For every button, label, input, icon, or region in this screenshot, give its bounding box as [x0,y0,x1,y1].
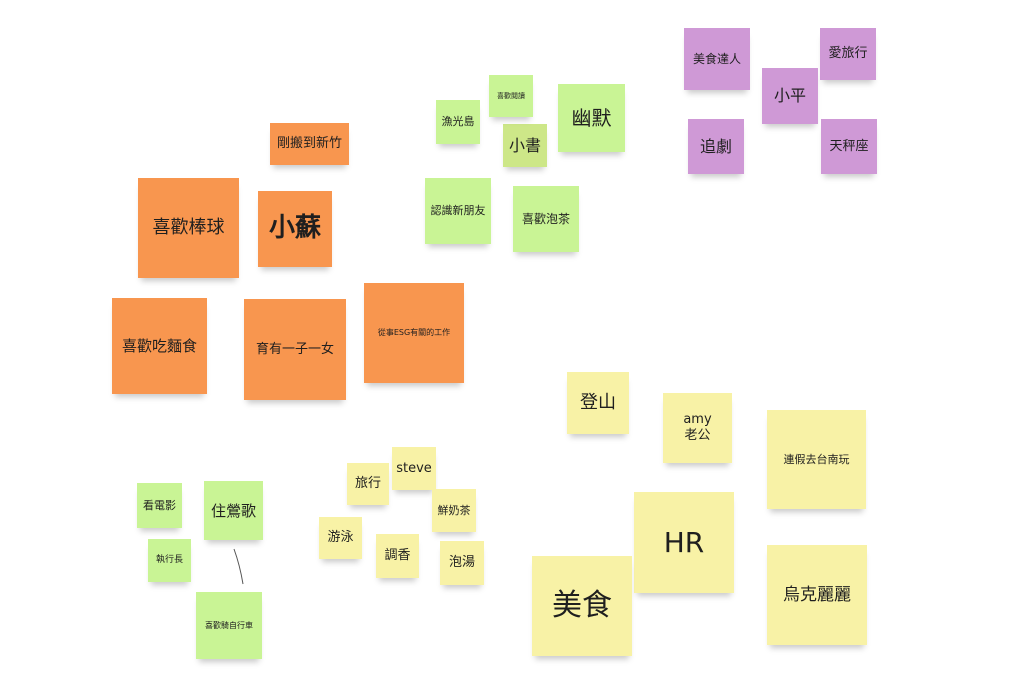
sticky-note-hot-spring[interactable]: 泡湯 [440,541,484,585]
sticky-note-text: 小平 [773,86,806,106]
sticky-note-text: HR [663,525,705,559]
sticky-note-text: 連假去台南玩 [783,452,850,466]
sticky-note-ceo[interactable]: 執行長 [148,539,191,582]
sticky-note-xiaosu[interactable]: 小蘇 [258,191,332,267]
sticky-note-kids[interactable]: 育有一子一女 [244,299,346,400]
sticky-note-hiking[interactable]: 登山 [567,372,629,434]
sticky-note-text: 美食 [552,588,612,623]
sticky-note-baseball[interactable]: 喜歡棒球 [138,178,239,278]
sticky-note-text: 喜歡吃麵食 [121,337,197,355]
sticky-note-text: 剛搬到新竹 [276,136,342,152]
sticky-note-text: 喜歡棒球 [152,217,225,239]
sticky-note-milk-tea[interactable]: 鮮奶茶 [432,489,476,532]
sticky-note-noodles[interactable]: 喜歡吃麵食 [112,298,207,394]
sticky-note-tea[interactable]: 喜歡泡茶 [513,186,579,252]
sticky-note-text: steve [396,460,432,476]
sticky-note-text: 游泳 [327,530,354,546]
sticky-note-text: 從事ESG有關的工作 [377,328,451,338]
sticky-note-text: 看電影 [143,498,176,512]
sticky-note-friends[interactable]: 認識新朋友 [425,178,491,244]
sticky-note-esg[interactable]: 從事ESG有關的工作 [364,283,464,383]
sticky-note-text: 登山 [580,392,616,414]
sticky-note-warbler[interactable]: 住鶯歌 [204,481,263,540]
sticky-note-text: 漁光島 [441,115,475,129]
sticky-note-xiaoping[interactable]: 小平 [762,68,818,124]
sticky-note-perfume[interactable]: 調香 [376,534,419,578]
sticky-note-text: 天秤座 [829,138,869,154]
sticky-note-text: 育有一子一女 [255,341,334,357]
sticky-note-text: 泡湯 [448,555,475,571]
sticky-note-cycling[interactable]: 喜歡騎自行車 [196,592,262,659]
sticky-note-text: 鮮奶茶 [437,503,471,517]
sticky-note-text: 喜歡騎自行車 [205,620,253,630]
sticky-note-travel-love[interactable]: 愛旅行 [820,28,876,80]
sticky-note-text: 調香 [384,548,411,564]
sticky-note-moved-hsinchu[interactable]: 剛搬到新竹 [270,123,349,165]
sticky-note-text: 執行長 [155,555,183,566]
sticky-note-libra[interactable]: 天秤座 [821,119,877,174]
sticky-note-text: 住鶯歌 [210,501,256,520]
sticky-note-reading[interactable]: 喜歡閱讀 [489,75,533,117]
sticky-note-text: 旅行 [354,476,381,492]
sticky-note-text: 小書 [508,135,541,155]
sticky-note-text: 愛旅行 [828,46,868,62]
sticky-note-text: 喜歡閱讀 [497,91,525,100]
sticky-note-text: 幽默 [571,106,612,130]
sticky-note-steve[interactable]: steve [392,447,436,490]
sticky-note-text: 美食達人 [692,51,741,66]
sticky-note-amy[interactable]: amy 老公 [663,393,732,463]
sticky-note-text: 喜歡泡茶 [521,211,570,226]
sticky-note-yuguang[interactable]: 漁光島 [436,100,480,144]
sticky-note-humor[interactable]: 幽默 [558,84,625,152]
sticky-note-xiaoshu[interactable]: 小書 [503,124,547,167]
sticky-note-ukulele[interactable]: 烏克麗麗 [767,545,867,645]
sticky-note-drama[interactable]: 追劇 [688,119,744,174]
sticky-note-foodie[interactable]: 美食達人 [684,28,750,90]
sticky-note-movies[interactable]: 看電影 [137,483,182,528]
sticky-note-swim[interactable]: 游泳 [319,517,362,559]
sticky-note-text: 追劇 [699,136,732,156]
sticky-note-text: 小蘇 [268,213,321,244]
sticky-note-text: amy 老公 [683,412,712,443]
sticky-note-text: 認識新朋友 [430,204,486,218]
sticky-note-tainan[interactable]: 連假去台南玩 [767,410,866,509]
sticky-note-text: 烏克麗麗 [783,584,851,605]
sticky-note-travel[interactable]: 旅行 [347,463,389,505]
sticky-note-hr[interactable]: HR [634,492,734,593]
sticky-note-food[interactable]: 美食 [532,556,632,656]
